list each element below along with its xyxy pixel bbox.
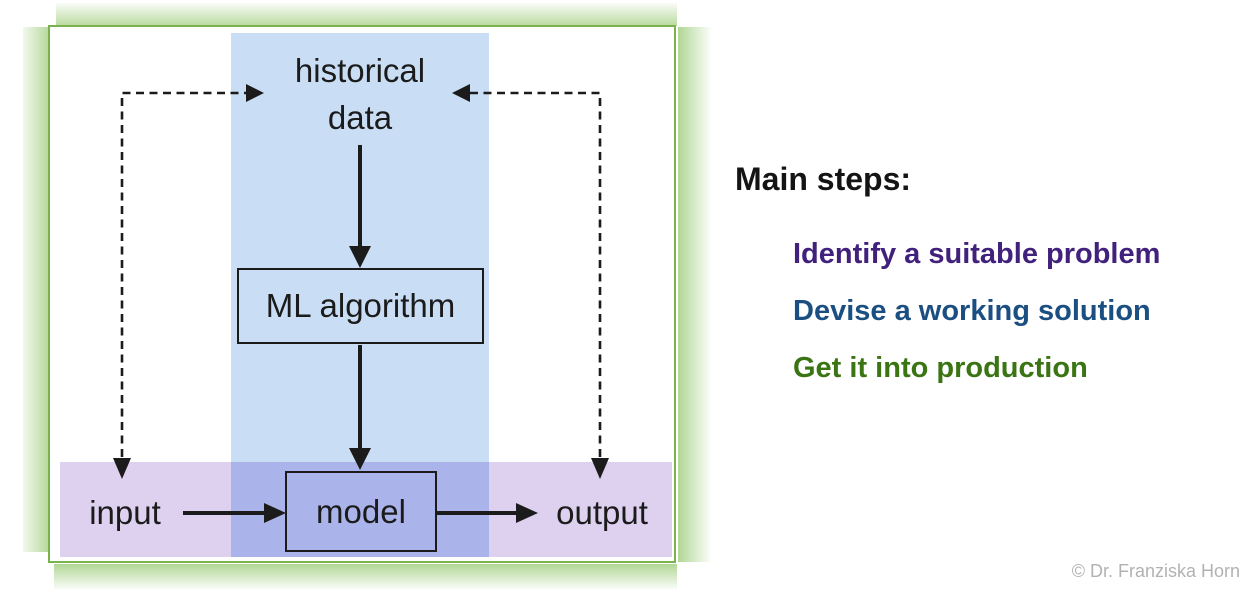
arrow-model-to-output [437,503,538,523]
historical-data-line2: data [327,99,393,136]
node-input: input [89,494,161,531]
frame-glow-top [56,3,677,26]
arrow-input-to-model [183,503,286,523]
frame-glow-right [678,27,711,562]
copyright-notice: © Dr. Franziska Horn [1071,561,1240,581]
arrow-data-to-algorithm [349,145,371,268]
main-steps-panel: Main steps: Identify a suitable problem … [735,160,1160,397]
dashed-connector-left [113,84,264,479]
node-historical-data: historical data [231,47,489,141]
historical-data-line1: historical [294,52,426,89]
flow-arrows [113,84,609,523]
ml-pipeline-diagram: historical data ML algorithm model input… [48,25,676,563]
main-steps-heading: Main steps: [735,161,912,197]
node-ml-algorithm: ML algorithm [237,268,484,344]
arrow-algorithm-to-model [349,345,371,470]
dashed-connector-right [452,84,609,479]
frame-glow-bottom [54,564,677,590]
inference-phase-band-left [60,462,231,557]
node-output: output [556,494,648,531]
frame-glow-left [23,27,48,552]
main-steps-list: Identify a suitable problem Devise a wor… [793,226,1160,397]
node-model: model [285,471,437,552]
step-identify-problem: Identify a suitable problem [793,238,1161,270]
step-devise-solution: Devise a working solution [793,295,1151,327]
step-get-into-production: Get it into production [793,352,1088,384]
